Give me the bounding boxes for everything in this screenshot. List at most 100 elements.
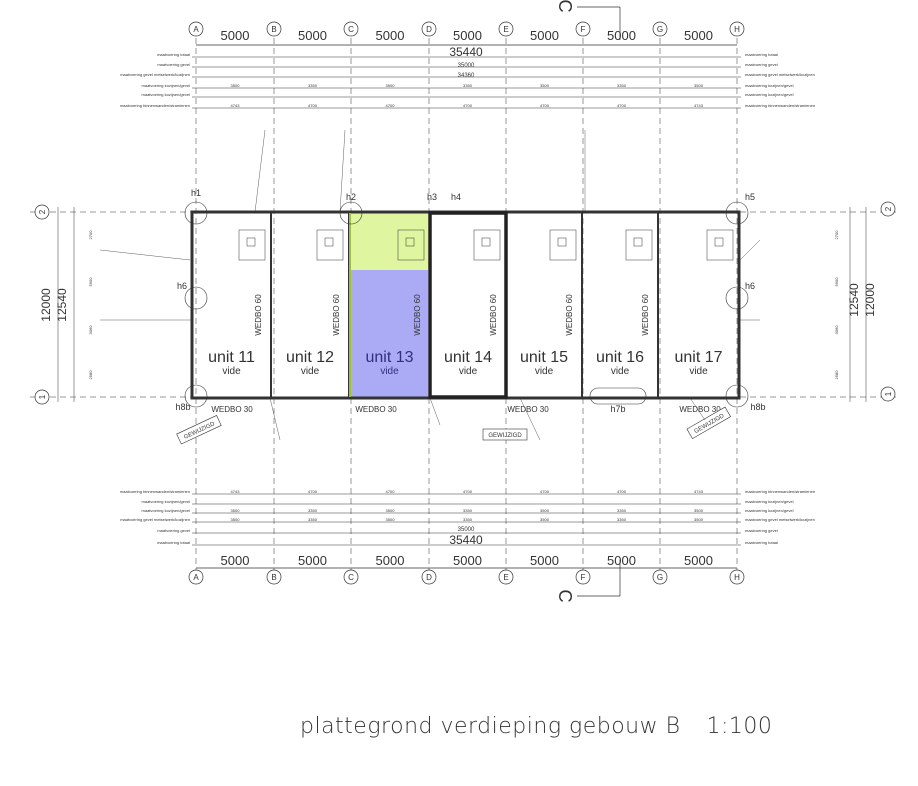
column-marker-label: h6 [177,281,187,291]
column-marker-label: h1 [191,188,201,198]
overall-facade-top: 35000 [458,63,475,69]
inner-dimension-bottom: 4700 [386,489,396,494]
dimension-row-label: maatvoering kozijnen/gevel [142,83,191,88]
dimension-row-label-right: maatvoering gevel metselwerk/kozijnen [745,72,815,77]
dimension-row-label-right: maatvoering kozijnen/gevel [745,92,794,97]
row-bubble-left [34,204,50,220]
dimension-row-label: maatvoering kozijnen/gevel [142,499,191,504]
bay-dimension-bottom: 5000 [221,553,250,568]
axis-label-top: G [657,25,663,34]
small-dimension-bottom: 3500 [386,508,396,513]
axis-label-bottom: C [348,573,354,582]
small-dimension-top: 3500 [540,83,550,88]
revision-tag-box [482,428,528,441]
column-marker-label: h5 [745,192,755,202]
dimension-row-label: maatvoering totaal [157,52,190,57]
axis-bubble-bottom [729,569,745,585]
section-mark-bottom: C [555,590,575,603]
overall-total-bottom: 35440 [449,533,483,547]
row-label-left: 2 [38,209,47,214]
title-text: plattegrond verdieping gebouw B [300,714,681,739]
axis-bubble-top [343,21,359,37]
dimension-row-label-right: maatvoering totaal [745,540,778,545]
small-dimension-bottom: 3500 [540,517,550,522]
small-dimension-bottom: 3500 [694,508,704,513]
dimension-row-label-right: maatvoering binnenwanden/stramienen [745,489,815,494]
revision-cloud [589,387,647,405]
unit-sub-label: vide [380,366,399,377]
inner-dimension-bottom: 4700 [308,489,318,494]
dimension-row-label-right: maatvoering gevel metselwerk/kozijnen [745,517,815,522]
revision-tag-box [686,406,731,440]
dimension-row-label: maatvoering binnenwanden/stramienen [120,103,190,108]
extract-icon [481,237,491,247]
extract-icon [714,237,724,247]
inner-dimension-bottom: 4743 [694,489,704,494]
axis-label-bottom: F [581,573,586,582]
side-sub-dimension: 5900 [834,277,839,287]
row-bubble-right [880,201,896,217]
axis-bubble-top [652,21,668,37]
inner-dimension-bottom: 4700 [617,489,627,494]
bay-dimension-bottom: 5000 [298,553,327,568]
inner-dimension-top: 4700 [540,103,550,108]
bay-dimension-top: 5000 [221,28,250,43]
inner-dimension-bottom: 4700 [540,489,550,494]
inner-dimension-top: 4743 [694,103,704,108]
axis-label-top: C [348,25,354,34]
bay-dimension-top: 5000 [530,28,559,43]
kitchen-block [238,229,266,261]
wall-type-label: WEDBO 60 [641,294,650,336]
annotation-leader [429,397,441,426]
axis-label-bottom: H [734,573,740,582]
side-dimension-left: 12000 [39,288,53,322]
revision-tag: GEWIJZIGD [488,433,522,439]
dimension-row-label-right: maatvoering kozijnen/gevel [745,83,794,88]
column-marker-circle [184,286,208,310]
axis-label-bottom: B [271,573,276,582]
extract-icon [557,237,567,247]
unit-label: unit 12 [286,349,334,366]
extract-icon [405,237,415,247]
unit-label: unit 13 [365,349,413,366]
unit-label: unit 14 [444,349,492,366]
kitchen-block [316,229,344,261]
kitchen-block [473,229,501,261]
side-sub-dimension: 5900 [88,277,93,287]
bay-dimension-bottom: 5000 [684,553,713,568]
small-dimension-top: 3350 [308,83,318,88]
row-label-right: 1 [884,391,893,396]
unit-label: unit 17 [674,349,722,366]
axis-label-bottom: A [193,573,199,582]
dimension-row-label: maatvoering kozijnen/gevel [142,92,191,97]
axis-label-bottom: E [503,573,508,582]
column-marker-circle [725,201,749,225]
unit-label: unit 11 [208,349,255,366]
side-sub-dimension: 2580 [834,370,839,380]
axis-bubble-top [729,21,745,37]
dimension-row-label: maatvoering gevel [157,528,190,533]
axis-bubble-bottom [421,569,437,585]
row-label-right: 2 [884,206,893,211]
small-dimension-bottom: 3350 [617,517,627,522]
annotation-leader [254,129,266,213]
kitchen-block [625,229,653,261]
inner-dimension-top: 4700 [308,103,318,108]
dimension-row-label: maatvoering gevel [157,62,190,67]
overall-total-top: 35440 [449,45,483,59]
kitchen-block [397,229,425,261]
facade-wall-type-label: WEDBO 30 [507,405,549,414]
small-dimension-bottom: 3500 [231,508,241,513]
small-dimension-bottom: 3350 [617,508,627,513]
unit-label: unit 16 [596,349,644,366]
annotation-leader [99,249,191,261]
unit-sub-label: vide [689,366,708,377]
small-dimension-bottom: 3500 [231,517,241,522]
revision-tag-box [176,415,222,445]
wall-type-label: WEDBO 60 [413,294,422,336]
annotation-leader [339,129,346,213]
small-dimension-bottom: 3500 [386,517,396,522]
axis-label-top: B [271,25,276,34]
annotation-leader [689,397,706,421]
